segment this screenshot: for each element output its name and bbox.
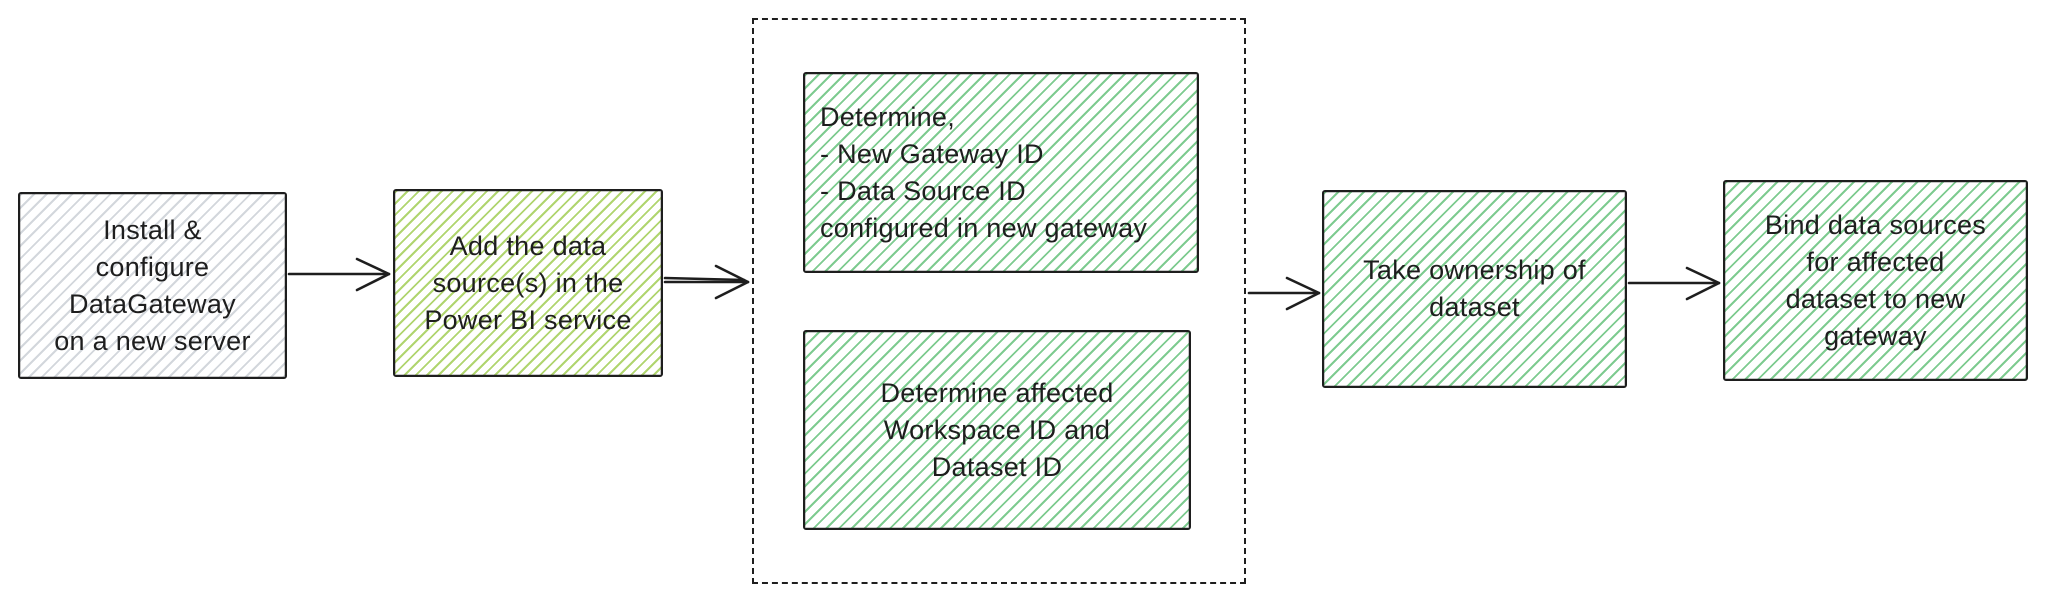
node-take-ownership-dataset: Take ownership of dataset (1322, 190, 1627, 388)
node-label: Bind data sources for affected dataset t… (1764, 209, 1987, 351)
node-label: Add the data source(s) in the Power BI s… (424, 230, 632, 335)
arrow-add-source-to-group (663, 264, 750, 300)
determine-group-container (752, 18, 1246, 584)
arrow-take-ownership-to-bind (1627, 266, 1721, 301)
node-determine-gateway-ids: Determine, - New Gateway ID - Data Sourc… (803, 72, 1199, 273)
node-label: Determine affected Workspace ID and Data… (880, 377, 1114, 482)
node-add-data-source: Add the data source(s) in the Power BI s… (393, 189, 663, 377)
arrow-group-to-take-ownership (1247, 276, 1321, 311)
node-label: Take ownership of dataset (1363, 255, 1586, 322)
node-determine-workspace-dataset: Determine affected Workspace ID and Data… (803, 330, 1191, 530)
node-bind-data-sources: Bind data sources for affected dataset t… (1723, 180, 2028, 381)
node-install-configure-gateway: Install & configure DataGateway on a new… (18, 192, 287, 379)
node-label: Install & configure DataGateway on a new… (54, 214, 251, 356)
arrow-install-to-add-source (287, 257, 391, 292)
node-label: Determine, - New Gateway ID - Data Sourc… (820, 101, 1148, 243)
